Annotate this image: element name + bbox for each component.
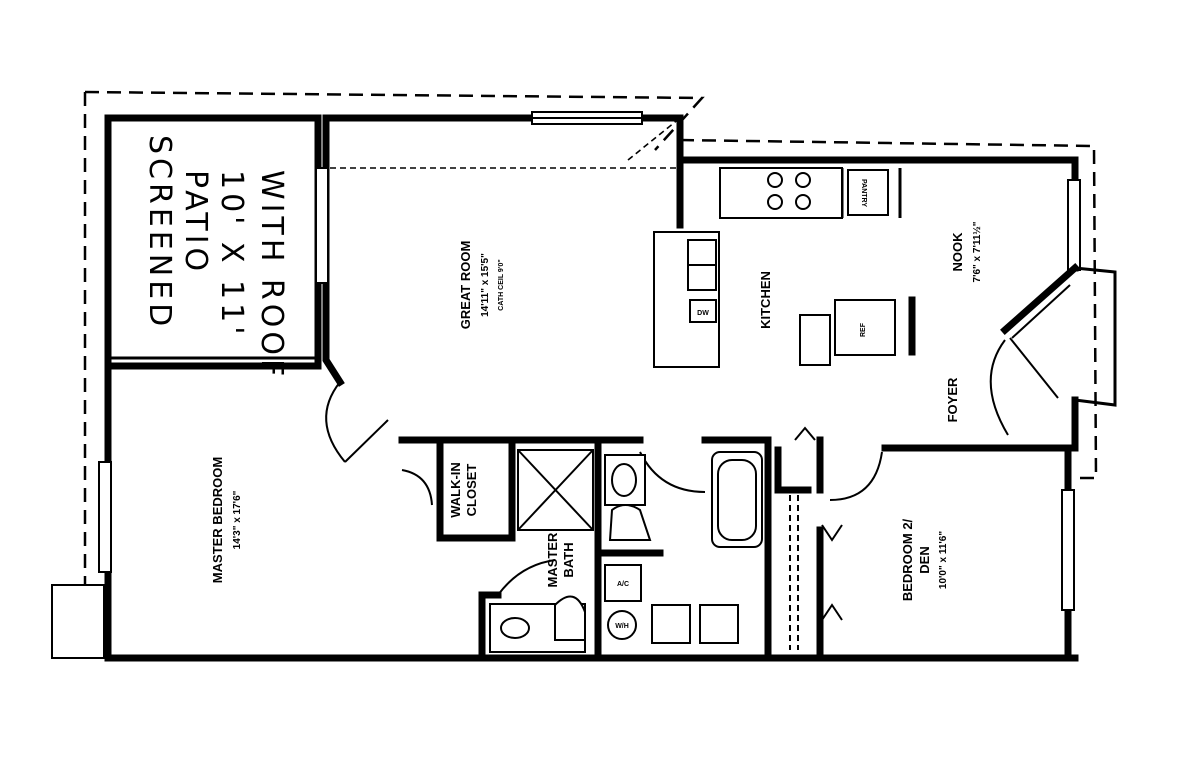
master-bath-line-1: MASTER [545,532,560,588]
exterior-walls [104,114,1079,662]
patio-line-2: PATIO [178,170,213,275]
bedroom2-line-2: DEN [917,546,932,573]
island [834,299,896,356]
pantry-label: PANTRY [860,179,867,207]
nook-dims: 7'6" x 7'11½" [972,221,983,282]
walkin-closet-line-2: CLOSET [464,464,479,517]
dishwasher-label: DW [697,310,709,317]
ac-pad [51,584,105,659]
master-bedroom-name: MASTER BEDROOM [210,457,225,583]
master-bath-line-2: BATH [561,542,576,577]
washer-label: W/H [615,623,629,630]
nook-name: NOOK [950,232,965,272]
room-labels: GREAT ROOM 14'11" x 15'5" CATH CEIL 9'0"… [210,221,983,601]
fridge-icon [799,314,831,366]
ac-label: A/C [617,581,629,588]
pantry [847,169,889,216]
washer-icon [651,604,691,644]
bath-fixtures: A/C W/H [489,449,799,653]
dishwasher-icon [689,299,717,323]
toilet-icon [608,504,652,541]
patio-line-1: SCREENED [142,135,177,330]
kitchen-fixtures: DW PANTRY REF [653,167,896,368]
ceiling-lines [330,117,681,169]
water-heater-icon [607,610,637,640]
master-bedroom-dims: 14'3" x 17'6" [232,490,243,549]
toilet-icon [554,595,586,641]
bedroom2-line-1: BEDROOM 2/ [900,518,915,601]
patio-note: SCREENED PATIO 10' X 11' WITH ROOF [142,135,289,380]
walkin-closet-line-1: WALK-IN [448,462,463,518]
great-room-note: CATH CEIL 9'0" [498,259,505,310]
nook-bay [1000,263,1117,407]
kitchen-name: KITCHEN [758,271,773,329]
ac-unit-icon [604,564,642,602]
burner-icon [795,172,811,188]
refrigerator-label: REF [860,322,867,337]
burner-icon [795,194,811,210]
great-room-dims: 14'11" x 15'5" [480,253,491,317]
windows [98,111,1081,611]
burner-icon [767,172,783,188]
patio-line-4: WITH ROOF [254,170,289,380]
foyer-name: FOYER [945,377,960,422]
patio-line-3: 10' X 11' [214,170,249,338]
sink-icon [500,617,530,639]
interior-walls [104,156,1072,662]
door-swings [325,337,1059,621]
great-room-name: GREAT ROOM [458,241,473,330]
bedroom2-dims: 10'0" x 11'6" [938,531,949,589]
dryer-icon [699,604,739,644]
burner-icon [767,194,783,210]
sink-icon [611,463,637,497]
